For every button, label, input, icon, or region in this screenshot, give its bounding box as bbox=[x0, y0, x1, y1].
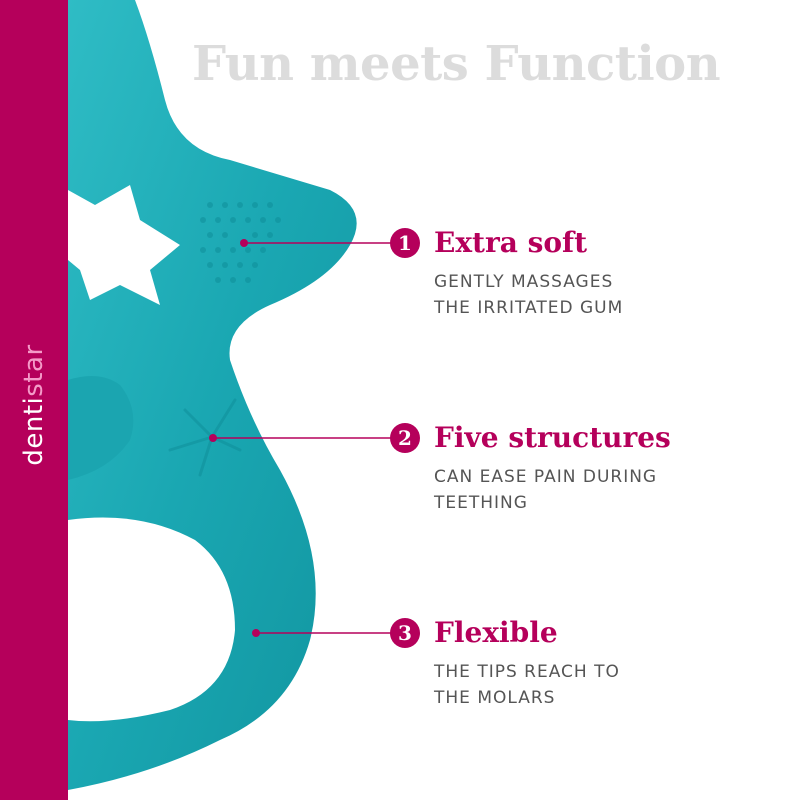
dot-texture bbox=[200, 202, 281, 283]
feature-number-badge: 1 bbox=[390, 228, 420, 258]
feature-description: THE TIPS REACH TO THE MOLARS bbox=[434, 659, 790, 711]
feature-description-line: CAN EASE PAIN DURING bbox=[434, 467, 658, 487]
brand-name-part1: denti bbox=[19, 396, 49, 466]
feature-number-badge: 3 bbox=[390, 618, 420, 648]
brand-logo-text: dentistar bbox=[19, 344, 49, 466]
callout-dot-3 bbox=[252, 629, 260, 637]
feature-title: Flexible bbox=[434, 616, 558, 649]
brand-bar: dentistar bbox=[0, 0, 68, 800]
ridge-texture bbox=[168, 398, 242, 477]
feature-header: 3 Flexible bbox=[390, 615, 790, 651]
feature-header: 1 Extra soft bbox=[390, 225, 790, 261]
feature-description-line: GENTLY MASSAGES bbox=[434, 272, 614, 292]
feature-title: Five structures bbox=[434, 421, 671, 454]
feature-description: GENTLY MASSAGES THE IRRITATED GUM bbox=[434, 269, 790, 321]
feature-3: 3 Flexible THE TIPS REACH TO THE MOLARS bbox=[390, 615, 790, 711]
feature-number-badge: 2 bbox=[390, 423, 420, 453]
feature-1: 1 Extra soft GENTLY MASSAGES THE IRRITAT… bbox=[390, 225, 790, 321]
feature-header: 2 Five structures bbox=[390, 420, 790, 456]
feature-title: Extra soft bbox=[434, 226, 588, 259]
feature-description-line: THE IRRITATED GUM bbox=[434, 298, 624, 318]
feature-description-line: THE TIPS REACH TO bbox=[434, 662, 620, 682]
callout-dot-1 bbox=[240, 239, 248, 247]
feature-2: 2 Five structures CAN EASE PAIN DURING T… bbox=[390, 420, 790, 516]
teether-body bbox=[68, 0, 357, 790]
feature-description-line: THE MOLARS bbox=[434, 688, 556, 708]
teether-lobe bbox=[68, 376, 134, 480]
callout-dot-2 bbox=[209, 434, 217, 442]
feature-description-line: TEETHING bbox=[434, 493, 528, 513]
page-title: Fun meets Function bbox=[192, 36, 721, 92]
brand-name-part2: star bbox=[19, 344, 49, 397]
feature-description: CAN EASE PAIN DURING TEETHING bbox=[434, 464, 790, 516]
